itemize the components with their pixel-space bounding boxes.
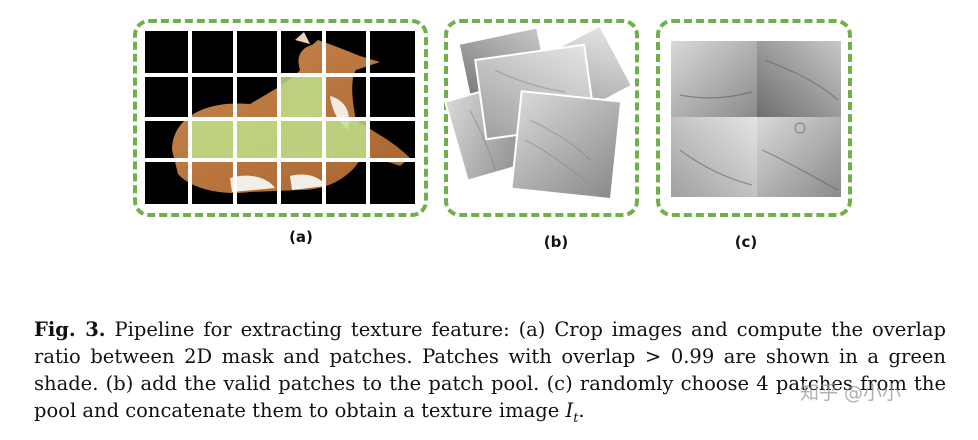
caption-end: .: [578, 399, 585, 422]
masked-dog-image: [145, 31, 415, 204]
subfigure-label-c: (c): [734, 233, 758, 251]
caption-body: Pipeline for extracting texture feature:…: [34, 318, 946, 422]
caption-symbol: I: [565, 399, 574, 422]
figure-caption: Fig. 3. Pipeline for extracting texture …: [34, 316, 946, 432]
texture-image-illustration: [671, 41, 841, 197]
caption-symbol-subscript: t: [573, 410, 579, 426]
caption-prefix: Fig. 3.: [34, 318, 106, 341]
patch-grid: [145, 31, 415, 204]
figure-illustration: [145, 24, 841, 204]
patch-pool-illustration: [443, 24, 634, 201]
watermark: 知乎 @小小: [800, 382, 902, 404]
valid-patch-shading: [190, 75, 368, 160]
subfigure-label-b: (b): [543, 233, 569, 251]
subfigure-label-a: (a): [289, 228, 313, 246]
